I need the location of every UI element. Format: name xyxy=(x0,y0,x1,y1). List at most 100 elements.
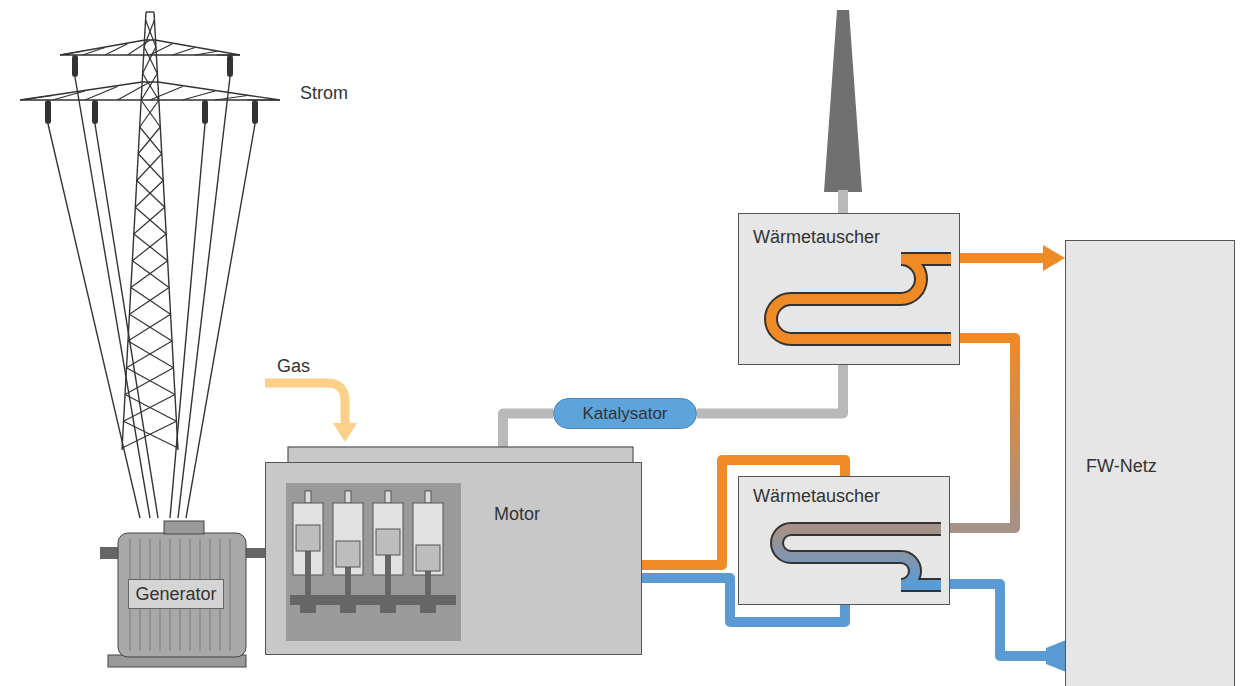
lattice-strut xyxy=(137,181,165,208)
lattice-strut xyxy=(143,47,156,74)
exhaust-pipe xyxy=(838,190,848,214)
connecting-rod xyxy=(305,549,311,595)
spark-plug xyxy=(305,491,311,503)
crank-web xyxy=(420,605,436,613)
lattice-strut xyxy=(143,74,159,101)
lattice-strut xyxy=(137,154,162,181)
arm-strut xyxy=(53,91,86,100)
lattice-strut xyxy=(131,288,171,315)
arm-strut xyxy=(215,96,248,101)
heat-exchanger-box: Wärmetauscher xyxy=(738,476,950,605)
pipe-connector xyxy=(950,584,1047,656)
spark-plug xyxy=(345,491,351,503)
annotation-label: Gas xyxy=(277,355,310,377)
arm-strut xyxy=(85,87,118,101)
terminal-box xyxy=(164,521,204,534)
insulator xyxy=(252,100,258,124)
piston xyxy=(296,525,320,551)
crank-web xyxy=(380,605,396,613)
heat-exchanger-box: Wärmetauscher xyxy=(738,213,960,365)
lattice-strut xyxy=(144,47,157,74)
arm-strut xyxy=(128,40,151,55)
pipe-connector-group xyxy=(697,365,843,414)
power-line xyxy=(186,124,255,518)
arm-strut xyxy=(195,51,218,55)
lattice-strut xyxy=(132,261,169,288)
connecting-rod xyxy=(345,565,351,595)
lattice-strut xyxy=(135,181,163,208)
insulator xyxy=(72,55,78,77)
lattice-strut xyxy=(135,207,166,234)
arm-strut xyxy=(150,87,183,101)
lattice-strut xyxy=(140,100,159,127)
arm-strut xyxy=(118,82,151,100)
insulator xyxy=(45,100,51,124)
lattice-strut xyxy=(141,74,157,101)
cylinder xyxy=(413,503,443,575)
lattice-strut xyxy=(124,421,178,448)
crankshaft xyxy=(290,595,456,605)
pipe-connector-group xyxy=(950,584,1047,656)
gas-arrowhead xyxy=(333,423,357,442)
lattice-strut xyxy=(132,234,166,261)
arm-strut xyxy=(183,91,216,100)
pylon-arm xyxy=(60,40,240,55)
pipe-connector-group xyxy=(950,338,1015,528)
arm-strut xyxy=(20,96,53,101)
chimney xyxy=(824,10,862,192)
gas-supply-pipe xyxy=(265,383,345,424)
pipe-connector xyxy=(950,338,1015,528)
cylinder xyxy=(333,503,363,575)
lattice-strut xyxy=(129,314,172,341)
piston xyxy=(336,541,360,567)
arm-strut xyxy=(60,51,83,55)
pipe-connector-group xyxy=(503,414,553,448)
coil-outline xyxy=(771,259,951,339)
connecting-rod xyxy=(425,569,431,595)
piston xyxy=(416,545,440,571)
arrowhead xyxy=(1043,245,1065,271)
insulator xyxy=(92,100,98,124)
pipe-flange xyxy=(1046,640,1066,672)
power-line xyxy=(95,124,158,518)
lattice-strut xyxy=(124,395,175,422)
power-line xyxy=(170,124,205,518)
lattice-strut xyxy=(125,368,173,395)
heating-coil xyxy=(771,259,951,339)
lattice-strut xyxy=(140,127,162,154)
lattice-strut xyxy=(127,341,173,368)
insulator xyxy=(227,55,233,77)
lattice-strut xyxy=(146,20,156,47)
node-label: Wärmetauscher xyxy=(753,485,949,507)
node-label: Wärmetauscher xyxy=(753,226,959,248)
power-line xyxy=(178,77,230,518)
arm-strut xyxy=(150,44,173,55)
arm-strut xyxy=(83,48,106,56)
node-label: FW-Netz xyxy=(1086,455,1234,477)
generator-unit: Generator xyxy=(100,515,252,672)
lattice-strut xyxy=(134,207,165,234)
crank-web xyxy=(340,605,356,613)
pylon-tip xyxy=(146,11,154,12)
district-heating-box: FW-Netz xyxy=(1065,240,1235,686)
lattice-strut xyxy=(138,154,163,181)
node-label: Motor xyxy=(494,503,641,525)
lattice-strut xyxy=(141,100,160,127)
pylon-lattice xyxy=(20,20,280,448)
pipe-connector-group xyxy=(960,245,1065,271)
heating-coil xyxy=(777,529,941,585)
insulators xyxy=(45,55,258,124)
lattice-strut xyxy=(129,288,169,315)
lattice-strut xyxy=(134,234,168,261)
spark-plug xyxy=(385,491,391,503)
engine-block xyxy=(286,483,461,641)
lattice-strut xyxy=(127,368,175,395)
pipe-connector xyxy=(246,548,265,558)
lattice-strut xyxy=(138,127,160,154)
lattice-strut xyxy=(131,261,168,288)
generator-body xyxy=(118,533,246,657)
arm-strut xyxy=(218,54,241,55)
lattice-strut xyxy=(125,395,176,422)
